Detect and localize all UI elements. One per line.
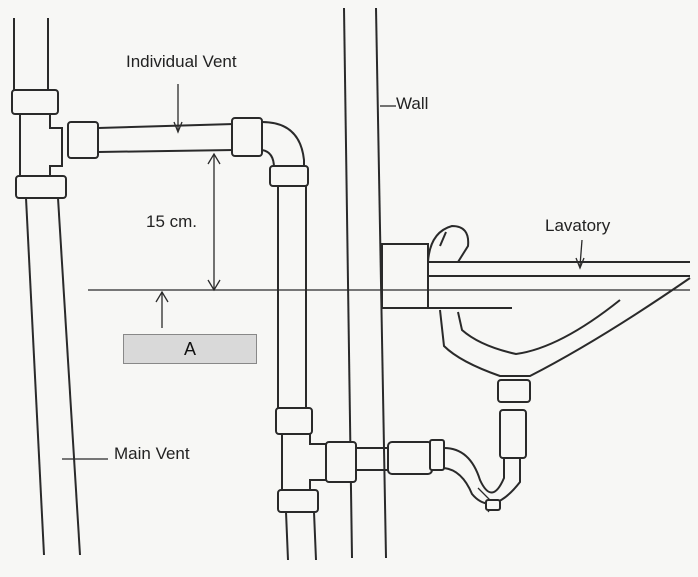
dimension-lines (88, 152, 690, 328)
main-vent-stack (11, 18, 81, 556)
wall-label: Wall (396, 94, 429, 113)
leader-lines (62, 84, 585, 460)
answer-box-text: A (183, 338, 196, 359)
vertical-drain-pipe (275, 186, 327, 561)
lavatory-label: Lavatory (545, 216, 611, 235)
lavatory-basin (381, 224, 691, 377)
main-vent-label: Main Vent (114, 444, 190, 463)
individual-vent-pipe (67, 117, 309, 187)
individual-vent-label: Individual Vent (126, 52, 237, 71)
dimension-label: 15 cm. (146, 212, 198, 231)
answer-box-a[interactable]: A (123, 334, 257, 364)
trap-arm (325, 379, 531, 513)
